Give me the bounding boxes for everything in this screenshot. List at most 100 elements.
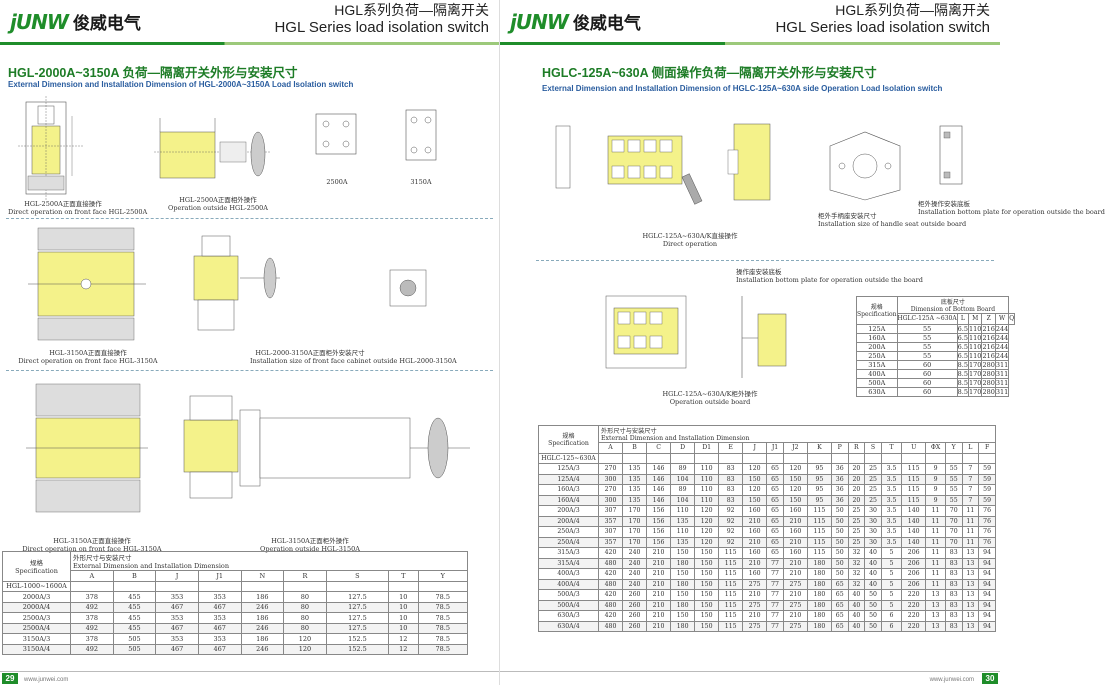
group-header: 外形尺寸与安装尺寸 External Dimension and Install…	[70, 551, 468, 571]
column-header: Y	[944, 442, 963, 454]
table-cell	[597, 452, 624, 464]
table-cell: 210	[646, 610, 672, 622]
table-cell: 3.5	[880, 536, 903, 548]
table-cell: 115	[718, 557, 744, 569]
table-cell: 78.5	[417, 643, 469, 655]
column-header: R	[283, 570, 327, 582]
table-cell: 135	[622, 473, 648, 485]
table-cell: 115	[718, 599, 744, 611]
column-header: R	[847, 442, 866, 454]
table-cell: 65	[766, 536, 784, 548]
column-header: B	[622, 442, 648, 454]
table-cell: 30	[864, 515, 882, 527]
spec-cell: 400A/4	[538, 578, 599, 590]
table-cell: 180	[670, 620, 696, 632]
table-cell: 210	[646, 589, 672, 601]
table-cell: 120	[283, 633, 327, 645]
table-cell: 150	[694, 547, 720, 559]
table-cell: 353	[155, 591, 199, 603]
table-cell: 210	[646, 599, 672, 611]
table-cell: 70	[944, 526, 963, 538]
table-cell: 110	[694, 494, 720, 506]
table-cell: 150	[742, 494, 768, 506]
drawing-hgl3150-front-lg	[26, 383, 148, 513]
column-header: L	[961, 442, 980, 454]
table-cell: 83	[718, 463, 744, 475]
table-cell: 30	[864, 526, 882, 538]
table-cell: 353	[155, 612, 199, 624]
table-cell: 150	[694, 568, 720, 580]
spec-cell: 200A/4	[538, 515, 599, 527]
spec-table-bottom-board: 规格 Specification 底板尺寸 Dimension of Botto…	[856, 296, 1016, 397]
table-cell: 110	[670, 526, 696, 538]
table-cell: 156	[646, 536, 672, 548]
table-cell: 240	[622, 568, 648, 580]
table-cell: 115	[806, 505, 832, 517]
table-cell: 5	[880, 557, 903, 569]
table-cell: 11	[925, 578, 946, 590]
table-cell: 275	[742, 620, 768, 632]
table-cell	[240, 580, 285, 592]
table-cell: 280	[981, 368, 996, 379]
table-cell: 65	[766, 526, 784, 538]
spec-cell: 400A/3	[538, 568, 599, 580]
header-title: HGL系列负荷—隔离开关 HGL Series load isolation s…	[274, 2, 489, 36]
table-cell: 11	[925, 568, 946, 580]
table-cell: 8.5	[956, 359, 970, 370]
header-rule	[0, 42, 499, 45]
table-cell: 110	[967, 341, 983, 352]
column-header: B	[112, 570, 157, 582]
table-cell: 8.5	[956, 377, 970, 388]
table-cell: 50	[864, 599, 882, 611]
table-cell: 135	[622, 463, 648, 475]
table-cell: 220	[901, 599, 927, 611]
table-cell: 110	[967, 350, 983, 361]
table-cell: 170	[622, 536, 648, 548]
table-cell: 216	[981, 332, 996, 343]
table-cell: 83	[944, 578, 963, 590]
table-cell: 20	[847, 494, 866, 506]
spec-cell: 315A	[856, 359, 898, 370]
table-cell: 13	[961, 547, 980, 559]
caption-d4: 操作座安装底板 Installation bottom plate for op…	[736, 268, 923, 284]
table-cell: 65	[830, 620, 849, 632]
table-cell: 55	[896, 350, 958, 361]
table-cell: 420	[597, 547, 624, 559]
table-cell: 455	[112, 591, 157, 603]
table-cell: 65	[766, 547, 784, 559]
drawing-hgl2500-side	[154, 118, 270, 179]
table-cell: 36	[830, 484, 849, 496]
table-cell: 78.5	[417, 622, 469, 634]
table-cell: 94	[978, 557, 996, 569]
table-cell: 120	[742, 484, 768, 496]
column-header: J2	[782, 442, 808, 454]
column-header: A	[70, 570, 114, 582]
table-cell: 40	[864, 547, 882, 559]
table-cell: 50	[830, 526, 849, 538]
table-cell: 77	[766, 620, 784, 632]
column-header: D	[670, 442, 696, 454]
table-cell: 244	[994, 341, 1010, 352]
table-cell: 115	[806, 536, 832, 548]
table-cell: 120	[782, 484, 808, 496]
table-cell: 110	[694, 473, 720, 485]
table-cell: 220	[901, 610, 927, 622]
table-cell: 210	[782, 557, 808, 569]
table-cell: 77	[766, 578, 784, 590]
table-cell: 12	[388, 633, 419, 645]
spec-cell: 2500A/4	[2, 622, 71, 634]
table-cell: 206	[901, 557, 927, 569]
brand-logo: jUNW 俊威电气	[10, 9, 141, 35]
table-cell: 78.5	[417, 601, 469, 613]
table-cell	[806, 452, 832, 464]
column-header: A	[597, 442, 624, 454]
table-cell: 13	[961, 589, 980, 601]
table-cell: 244	[994, 323, 1010, 334]
drawing-bottom-plate	[939, 125, 963, 185]
table-cell: 170	[967, 386, 983, 397]
